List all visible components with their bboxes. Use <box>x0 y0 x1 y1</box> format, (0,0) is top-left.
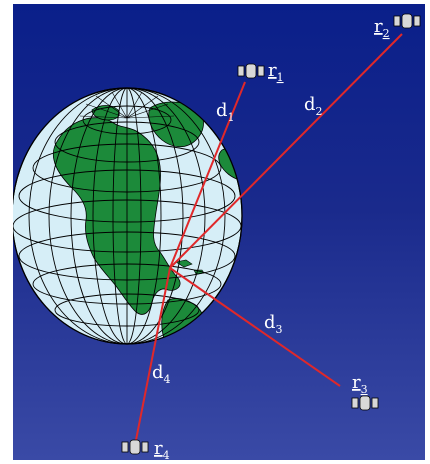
distance-symbol: d <box>216 100 228 121</box>
distance-subscript: 3 <box>276 323 283 336</box>
distance-subscript: 2 <box>316 105 323 118</box>
distance-label-d1: d1 <box>216 100 235 124</box>
svg-text:r3: r3 <box>352 372 368 396</box>
receiver-label-r4: r4 <box>154 438 170 460</box>
receiver-subscript: 2 <box>383 27 390 40</box>
satellite-icon <box>351 395 379 411</box>
distance-symbol: d <box>264 312 276 333</box>
diagram-frame: r1 r2 r3 r4 d1 d2 d3 d4 <box>13 4 425 460</box>
svg-text:d2: d2 <box>304 94 323 118</box>
receiver-symbol: r <box>374 16 383 37</box>
distance-symbol: d <box>304 94 316 115</box>
distance-subscript: 1 <box>228 111 235 124</box>
satellite-icon <box>237 63 265 79</box>
pole-rays <box>79 91 175 119</box>
receiver-symbol: r <box>154 438 163 459</box>
receiver-symbol: r <box>268 60 277 81</box>
svg-text:d3: d3 <box>264 312 283 336</box>
line-d1 <box>169 81 246 269</box>
north-america-land <box>52 117 181 315</box>
globe-parallels <box>13 105 242 327</box>
diagram-svg: r1 r2 r3 r4 d1 d2 d3 d4 <box>13 13 421 460</box>
distance-symbol: d <box>152 362 164 383</box>
receiver-label-r2: r2 <box>374 16 390 40</box>
svg-text:d4: d4 <box>152 362 171 386</box>
line-d4 <box>135 267 171 441</box>
receiver-label-r3: r3 <box>352 372 368 396</box>
svg-text:d1: d1 <box>216 100 235 124</box>
svg-text:r1: r1 <box>268 60 284 84</box>
receiver-subscript: 4 <box>163 449 170 460</box>
distance-label-d4: d4 <box>152 362 171 386</box>
receiver-label-r1: r1 <box>268 60 284 84</box>
globe-meridians <box>28 88 226 344</box>
line-d3 <box>169 267 341 387</box>
distance-subscript: 4 <box>164 373 171 386</box>
receiver-subscript: 1 <box>277 71 284 84</box>
svg-text:r2: r2 <box>374 16 390 40</box>
receiver-symbol: r <box>352 372 361 393</box>
satellite-icon <box>121 439 149 455</box>
satellite-icon <box>393 13 421 29</box>
distance-label-d3: d3 <box>264 312 283 336</box>
receiver-subscript: 3 <box>361 383 368 396</box>
distance-label-d2: d2 <box>304 94 323 118</box>
svg-text:r4: r4 <box>154 438 170 460</box>
globe-icon <box>13 87 243 345</box>
distance-lines <box>135 33 403 441</box>
line-d2 <box>169 33 403 269</box>
